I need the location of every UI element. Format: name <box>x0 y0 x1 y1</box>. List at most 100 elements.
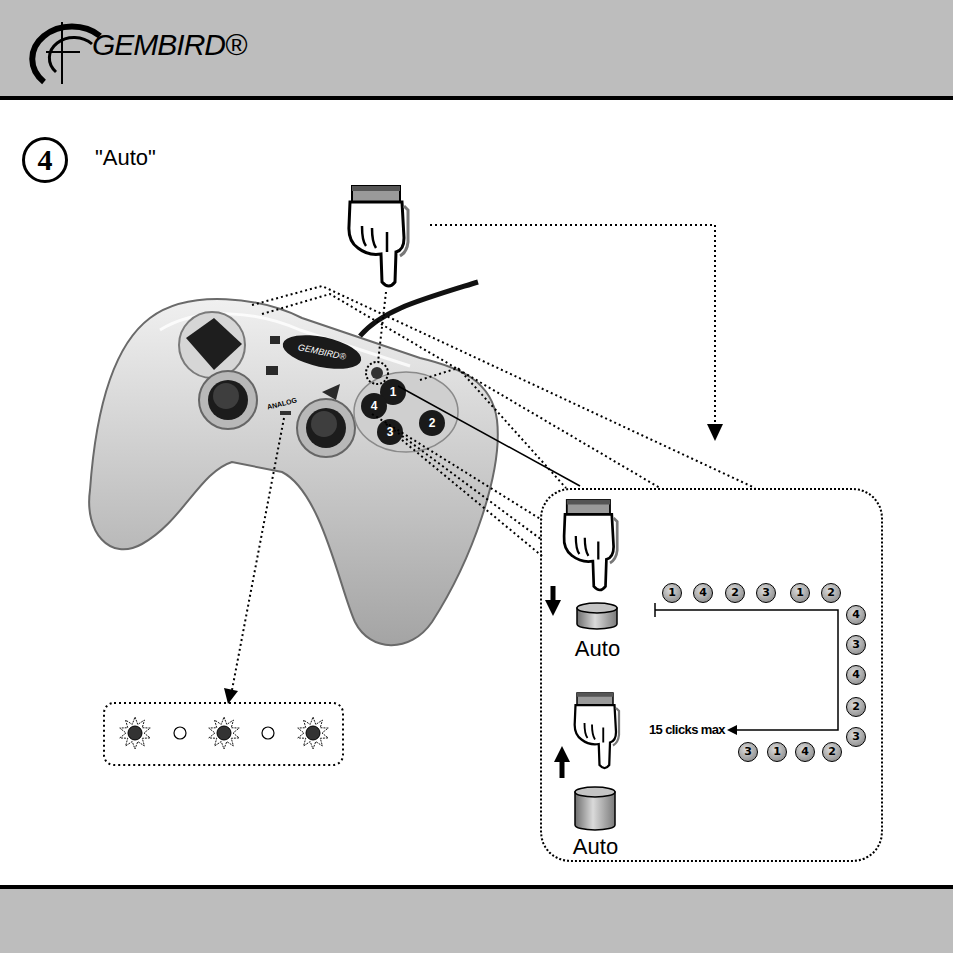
logo-swoosh <box>49 37 92 72</box>
button-cylinder <box>558 785 633 831</box>
footer-band <box>0 886 953 953</box>
auto-button: Auto <box>558 785 633 860</box>
gamepad <box>306 408 346 448</box>
node-text: 2 <box>827 587 835 599</box>
sequence-circle: 1 <box>662 583 682 603</box>
logo-swoosh <box>32 22 100 84</box>
step-title: "Auto" <box>95 145 156 171</box>
auto-panel: 15 clicks maxAuto142312434233142Auto <box>540 488 883 862</box>
leader-line <box>378 292 386 362</box>
led-lit <box>120 717 150 749</box>
sequence-circle: 2 <box>725 583 745 603</box>
footer-rule <box>0 885 953 889</box>
gamepad <box>270 336 280 344</box>
header-band: GEMBIRD® <box>0 0 953 100</box>
gamepad <box>377 419 403 445</box>
gamepad <box>213 383 239 409</box>
gamepad <box>280 329 364 375</box>
leader-lines <box>252 286 755 488</box>
node-text: 2 <box>731 587 739 599</box>
sequence-circle: 3 <box>846 635 866 655</box>
led-lit <box>298 717 328 749</box>
pressing-hand <box>564 500 617 590</box>
cylinder-top <box>575 787 615 797</box>
gamepad <box>360 282 478 336</box>
gamepad <box>186 318 242 370</box>
button-cylinder <box>560 600 635 630</box>
leader-arrow <box>232 418 284 690</box>
limit-note: 15 clicks max <box>633 722 725 738</box>
gamepad <box>208 380 248 420</box>
led-lit <box>209 717 239 749</box>
arrow-head <box>545 600 561 616</box>
step-number-circle: 4 <box>22 137 68 183</box>
sequence-circle: 2 <box>822 742 842 762</box>
arrow-head <box>554 746 570 762</box>
gamepad <box>199 371 257 429</box>
sequence-circle: 3 <box>738 742 758 762</box>
node-text: 3 <box>744 746 752 758</box>
leader-lines <box>252 286 755 556</box>
logo-swoosh <box>46 22 80 84</box>
leader-lines <box>262 294 660 488</box>
gamepad <box>297 399 355 457</box>
leader-lines <box>420 368 566 488</box>
node-text: 4 <box>38 143 53 177</box>
node-text: 4 <box>699 587 707 599</box>
node-text: 4 <box>801 746 809 758</box>
node-text: Auto <box>560 636 635 662</box>
button-number: 2 <box>419 410 445 436</box>
node-text: 1 <box>796 587 804 599</box>
node-text: Auto <box>558 834 633 860</box>
node-text: 1 <box>668 587 676 599</box>
led-lit <box>128 726 142 740</box>
gamepad <box>179 312 245 378</box>
sequence-circle: 1 <box>767 742 787 762</box>
leader-arrow <box>430 225 715 425</box>
gamepad <box>280 411 291 415</box>
gamepad <box>419 410 445 436</box>
auto-button: Auto <box>560 600 635 662</box>
led-off <box>262 727 274 739</box>
press-arrow <box>551 586 556 602</box>
sequence-circle: 3 <box>756 583 776 603</box>
sequence-circle: 2 <box>821 583 841 603</box>
led-lit <box>217 726 231 740</box>
sequence-circle: 3 <box>846 727 866 747</box>
gamepad <box>89 299 498 645</box>
release-arrow <box>560 760 565 778</box>
logo-text: GEMBIRD® <box>92 28 246 62</box>
node-text: 1 <box>773 746 781 758</box>
pressing-hand <box>349 186 408 286</box>
sequence-line <box>655 603 838 730</box>
node-text: 2 <box>828 746 836 758</box>
sequence-circle: 4 <box>846 665 866 685</box>
arrow-head <box>224 688 238 704</box>
logo-swoosh <box>32 27 100 82</box>
gamepad <box>89 282 498 645</box>
leader-lines <box>386 424 542 540</box>
leader-lines <box>402 440 542 556</box>
leader-line <box>398 386 580 486</box>
node-text: 2 <box>852 701 860 713</box>
gamepad <box>322 384 340 400</box>
arrow-head <box>707 424 723 441</box>
controller-logo: GEMBIRD® <box>283 337 360 366</box>
sequence-line <box>655 610 838 730</box>
node-text: 4 <box>852 609 860 621</box>
gamepad <box>366 362 388 384</box>
sequence-circle: 4 <box>846 605 866 625</box>
led-off <box>174 727 186 739</box>
button-number: 3 <box>377 419 403 445</box>
leader-lines <box>372 414 542 520</box>
led-lit <box>306 726 320 740</box>
releasing-hand <box>575 693 619 768</box>
arrow-head <box>727 725 737 735</box>
node-text: 3 <box>852 731 860 743</box>
gamepad <box>311 411 337 437</box>
sequence-circle: 4 <box>693 583 713 603</box>
